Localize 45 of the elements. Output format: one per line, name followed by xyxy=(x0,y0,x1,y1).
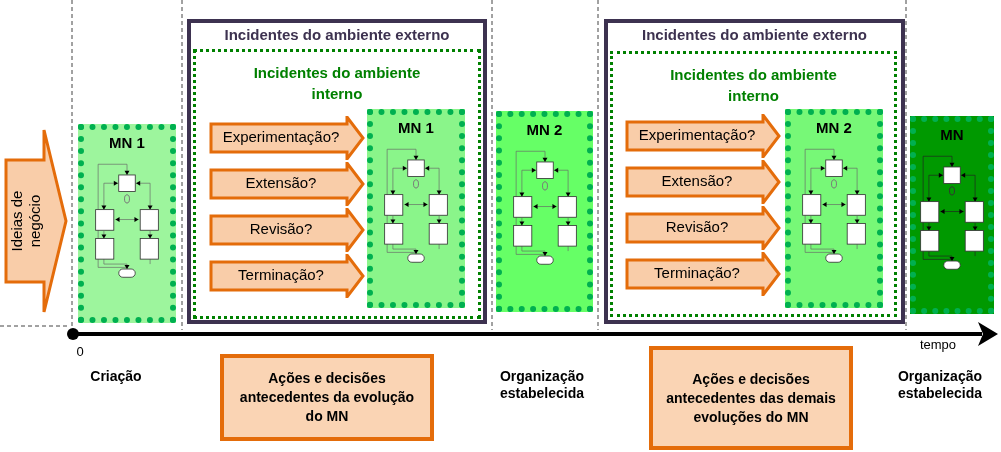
group-title: Incidentes do ambiente interno xyxy=(252,63,422,104)
model-card xyxy=(78,124,176,323)
group-frame xyxy=(604,19,905,324)
card-title: MN xyxy=(939,126,965,143)
banner-shape xyxy=(4,128,68,314)
banner-text: Extensão? xyxy=(244,174,318,192)
note-box xyxy=(220,354,434,441)
model-card xyxy=(367,109,465,308)
model-card xyxy=(496,111,593,312)
banner-text: Experimentação? xyxy=(221,128,341,146)
milestone-label: Organização estabelecida xyxy=(498,368,586,402)
banner-text: Extensão? xyxy=(660,172,734,190)
note-text: Ações e decisões antecedentes da evolução do MN xyxy=(238,369,416,426)
milestone-label: Organização estabelecida xyxy=(896,368,984,402)
banner-shape xyxy=(625,206,781,250)
banner-shape xyxy=(209,116,365,160)
group-frame xyxy=(610,51,897,317)
model-card xyxy=(785,109,883,308)
group-frame xyxy=(187,19,487,324)
banner-shape xyxy=(625,160,781,204)
card-title: MN 1 xyxy=(397,119,435,136)
milestone-label: Criação xyxy=(89,368,143,385)
group-title: Incidentes do ambiente externo xyxy=(640,26,869,43)
card-title: MN 1 xyxy=(108,134,146,151)
card-title: MN 2 xyxy=(525,121,564,138)
banner-text: Ideias de negócio xyxy=(8,189,44,254)
card-title: MN 2 xyxy=(815,119,853,136)
banner-text: Terminação? xyxy=(237,266,325,284)
banner-shape xyxy=(625,252,781,296)
banner-shape xyxy=(625,114,781,158)
banner-shape xyxy=(209,208,365,252)
group-frame xyxy=(193,49,481,319)
note-text: Ações e decisões antecedentes das demais evoluções do MN xyxy=(665,369,837,427)
model-card xyxy=(910,116,994,314)
note-box xyxy=(649,346,853,450)
banner-text: Terminação? xyxy=(653,264,741,282)
banner-shape xyxy=(209,254,365,298)
banner-text: Experimentação? xyxy=(637,126,757,144)
banner-text: Revisão? xyxy=(248,220,314,238)
axis-label: tempo xyxy=(918,336,958,353)
banner-text: Revisão? xyxy=(664,218,730,236)
banner-shape xyxy=(209,162,365,206)
number-label: 0 xyxy=(75,343,85,360)
group-title: Incidentes do ambiente externo xyxy=(223,26,451,43)
group-title: Incidentes do ambiente interno xyxy=(669,65,838,106)
